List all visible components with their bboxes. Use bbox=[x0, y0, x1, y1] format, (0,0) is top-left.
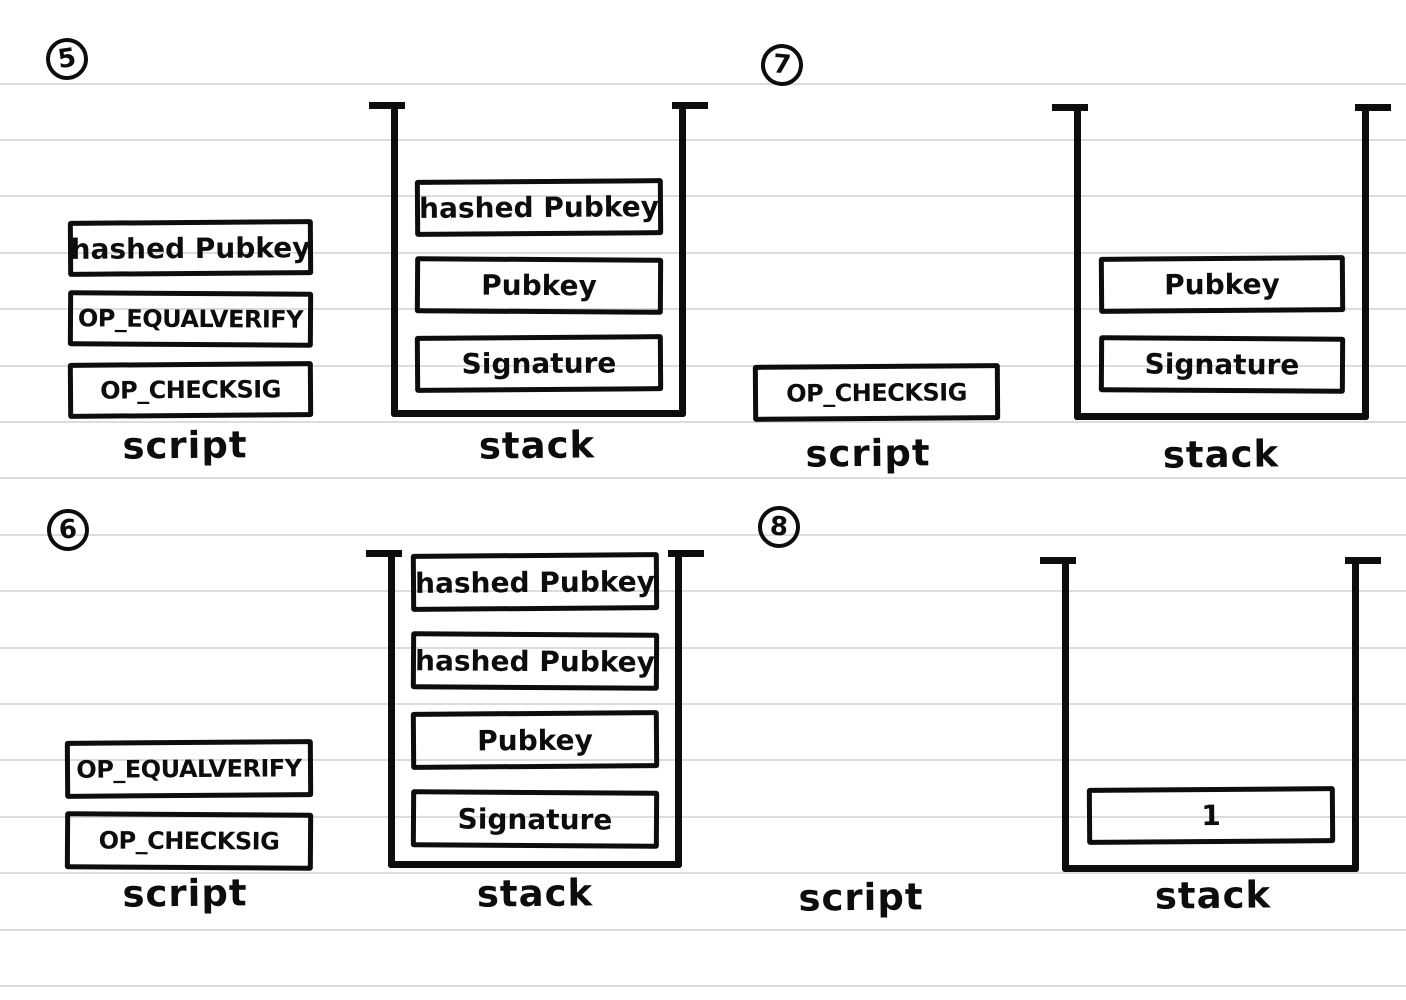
bucket-right-lip bbox=[668, 550, 704, 557]
ruled-line bbox=[0, 872, 1406, 875]
stack-bucket: 1 bbox=[1040, 557, 1381, 872]
script-label: script bbox=[805, 431, 931, 476]
ruled-line bbox=[0, 646, 1406, 649]
step-number-badge: 7 bbox=[759, 42, 805, 88]
bucket-right-lip bbox=[1345, 557, 1381, 564]
bucket-left-lip bbox=[1040, 557, 1076, 564]
stack-label: stack bbox=[476, 871, 594, 916]
stack-item-box: hashed Pubkey bbox=[410, 552, 660, 612]
ruled-line bbox=[0, 308, 1406, 311]
box-label: Signature bbox=[460, 346, 616, 381]
stack-item-box: Signature bbox=[410, 789, 660, 849]
script-column: OP_CHECKSIG bbox=[752, 363, 1001, 422]
script-label: script bbox=[122, 871, 248, 916]
ruled-line bbox=[0, 138, 1406, 141]
stack-label: stack bbox=[478, 423, 596, 468]
ruled-line bbox=[0, 702, 1406, 705]
box-label: hashed Pubkey bbox=[414, 643, 656, 679]
script-op-box: OP_CHECKSIG bbox=[64, 811, 314, 871]
step-number-badge: 5 bbox=[43, 35, 91, 83]
ruled-line bbox=[0, 590, 1406, 593]
bucket-left-lip bbox=[366, 550, 402, 557]
box-label: OP_CHECKSIG bbox=[100, 375, 281, 405]
ruled-line bbox=[0, 984, 1406, 987]
bucket-right-lip bbox=[1355, 104, 1391, 111]
script-label: script bbox=[798, 875, 924, 920]
ruled-line bbox=[0, 364, 1406, 367]
bucket-left-lip bbox=[1052, 104, 1088, 111]
ruled-line bbox=[0, 82, 1406, 85]
script-op-box: OP_CHECKSIG bbox=[752, 363, 1001, 422]
box-label: Pubkey bbox=[1163, 267, 1280, 302]
box-label: hashed Pubkey bbox=[70, 230, 311, 266]
box-label: Signature bbox=[457, 802, 613, 836]
stack-item-box: hashed Pubkey bbox=[414, 178, 663, 237]
script-op-box: OP_EQUALVERIFY bbox=[67, 290, 314, 348]
script-label: script bbox=[122, 423, 248, 468]
ruled-line bbox=[0, 195, 1406, 198]
bucket-right-lip bbox=[672, 102, 708, 109]
bucket-left-lip bbox=[369, 102, 405, 109]
ruled-line bbox=[0, 477, 1406, 480]
box-label: hashed Pubkey bbox=[414, 564, 656, 600]
stack-label: stack bbox=[1154, 873, 1272, 918]
ruled-line bbox=[0, 928, 1406, 931]
script-op-box: OP_CHECKSIG bbox=[67, 361, 314, 419]
script-op-box: OP_EQUALVERIFY bbox=[64, 739, 314, 799]
box-label: Pubkey bbox=[477, 723, 593, 757]
stack-label: stack bbox=[1162, 432, 1280, 477]
step-number-badge: 6 bbox=[45, 507, 91, 553]
box-label: Pubkey bbox=[480, 268, 597, 303]
stack-item-box: Pubkey bbox=[414, 256, 663, 315]
ruled-line bbox=[0, 759, 1406, 762]
script-op-box: hashed Pubkey bbox=[67, 219, 314, 277]
ruled-line bbox=[0, 815, 1406, 818]
ruled-line bbox=[0, 420, 1406, 423]
stack-item-box: Pubkey bbox=[1098, 255, 1345, 314]
ruled-line bbox=[0, 251, 1406, 254]
stack-items: 1 bbox=[1069, 558, 1352, 865]
box-label: OP_CHECKSIG bbox=[786, 377, 967, 408]
box-label: OP_CHECKSIG bbox=[98, 826, 280, 856]
ruled-line bbox=[0, 533, 1406, 536]
step-number-badge: 8 bbox=[756, 504, 802, 550]
stack-item-box: hashed Pubkey bbox=[410, 631, 660, 691]
stack-item-box: Signature bbox=[414, 334, 663, 393]
